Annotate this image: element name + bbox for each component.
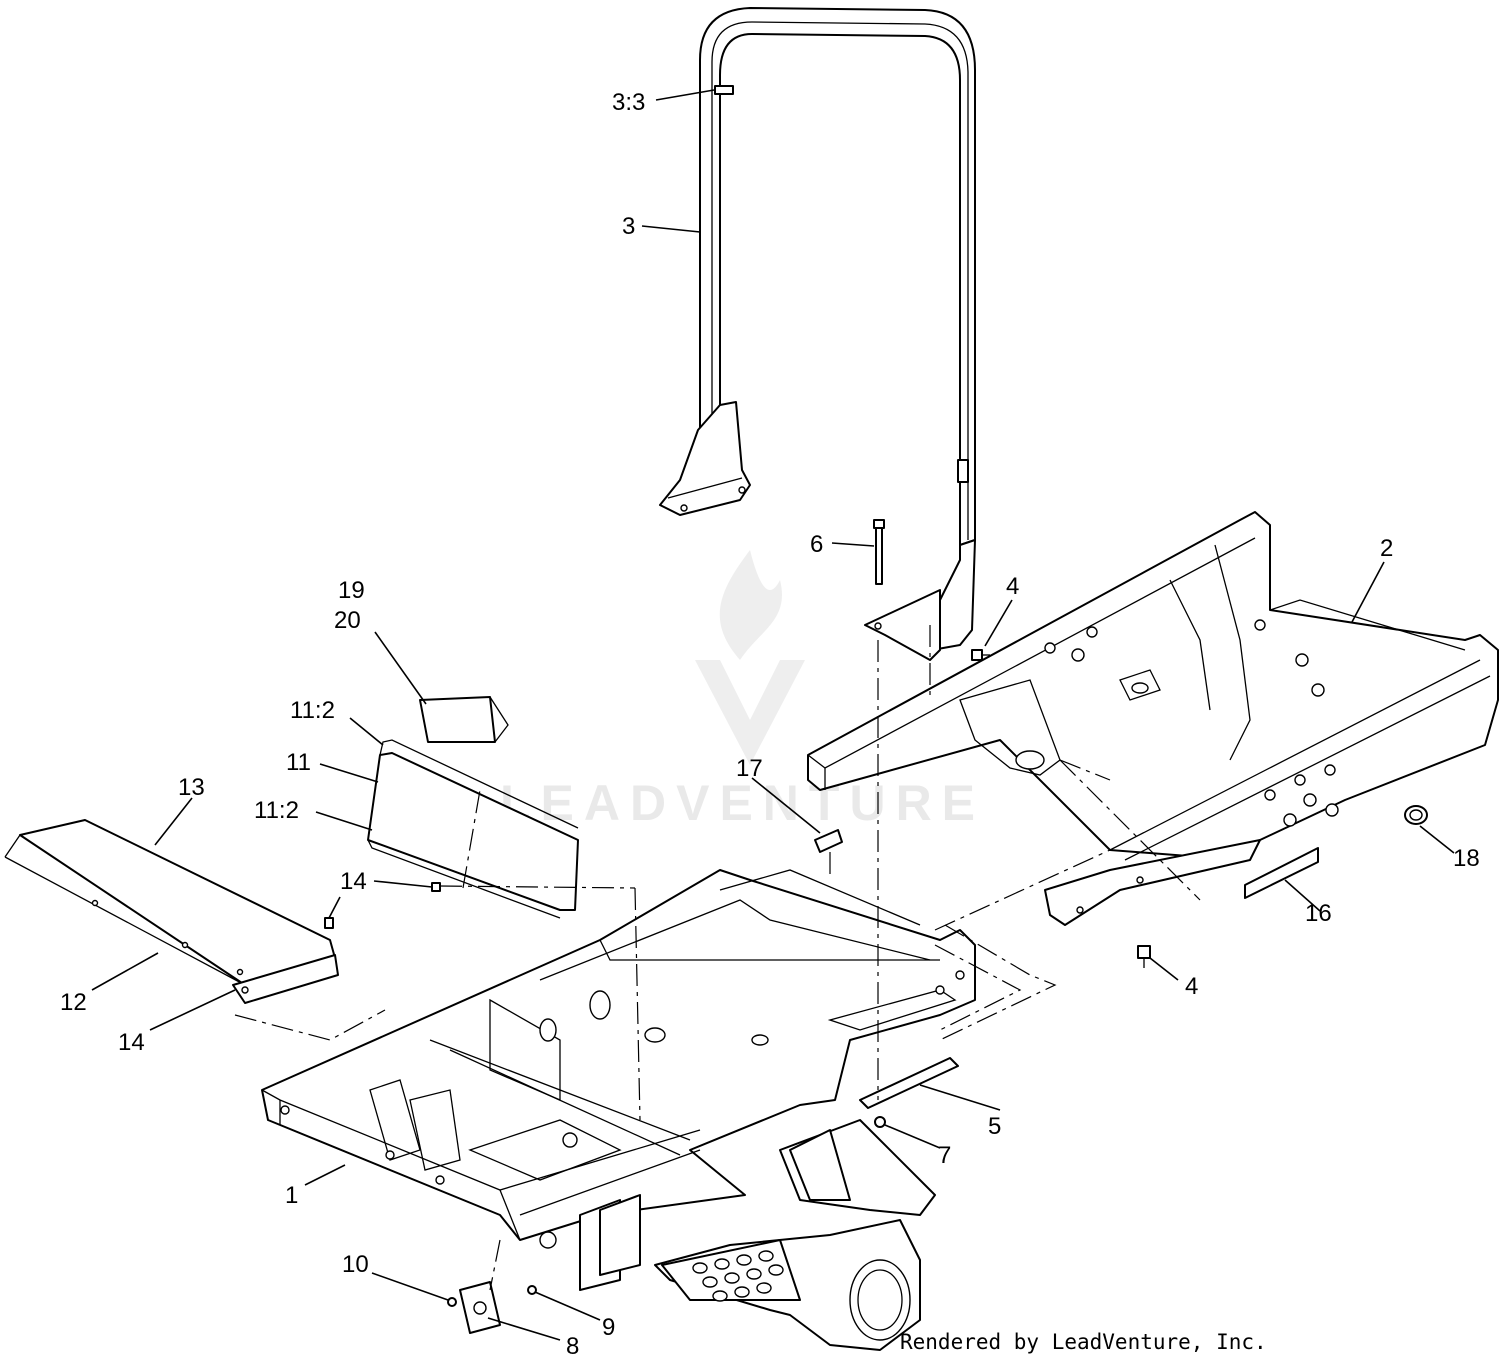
callout-17: 17 <box>736 755 763 782</box>
callout-10: 10 <box>342 1251 369 1278</box>
callout-14-lower: 14 <box>118 1029 145 1056</box>
callout-16: 16 <box>1305 900 1332 927</box>
nut-part-9 <box>527 1285 537 1295</box>
callout-6: 6 <box>810 531 823 558</box>
callout-1: 1 <box>285 1182 298 1209</box>
rear-frame-part-2 <box>807 511 1499 926</box>
callout-12: 12 <box>60 989 87 1016</box>
callout-13: 13 <box>178 774 205 801</box>
callout-5: 5 <box>988 1113 1001 1140</box>
render-credit: Rendered by LeadVenture, Inc. <box>900 1330 1267 1354</box>
watermark-logo: LEADVENTURE <box>500 550 985 831</box>
callout-4-lower: 4 <box>1185 973 1198 1000</box>
callout-18: 18 <box>1453 845 1480 872</box>
decal-part-16 <box>1244 847 1319 899</box>
plate-part-8 <box>459 1281 501 1334</box>
front-frame-part-1 <box>261 869 976 1351</box>
panel-part-13 <box>4 819 336 986</box>
plate-part-12 <box>232 954 339 1004</box>
callout-3-3: 3:3 <box>612 89 645 116</box>
callout-7: 7 <box>938 1142 951 1169</box>
callout-11-2-lower: 11:2 <box>254 797 299 824</box>
callout-11: 11 <box>286 749 311 776</box>
callout-2: 2 <box>1380 535 1393 562</box>
callout-4-upper: 4 <box>1006 573 1019 600</box>
assembly-lines <box>234 625 1201 1291</box>
bushing-part-18 <box>1404 805 1428 825</box>
callout-3: 3 <box>622 213 635 240</box>
nut-part-10 <box>447 1297 457 1307</box>
nut-part-7 <box>874 1116 886 1128</box>
callout-9: 9 <box>602 1314 615 1341</box>
callout-19: 19 <box>338 577 365 604</box>
bolt-part-6 <box>873 519 885 585</box>
decal-part-19-20 <box>419 696 509 743</box>
callout-8: 8 <box>566 1333 579 1360</box>
callout-20: 20 <box>334 607 361 634</box>
decal-part-17 <box>814 829 843 853</box>
fastener-part-4a <box>971 649 990 661</box>
leader-lines <box>91 89 1455 1341</box>
roll-bar-part-3 <box>659 7 976 661</box>
callout-14-upper: 14 <box>340 868 367 895</box>
callout-labels: 3:3 3 6 2 4 19 20 11:2 11 11:2 13 17 14 … <box>60 89 1480 1360</box>
fastener-part-4b <box>1137 945 1151 968</box>
plate-part-5 <box>859 1057 959 1109</box>
watermark-text: LEADVENTURE <box>500 775 985 831</box>
callout-11-2-upper: 11:2 <box>290 697 335 724</box>
